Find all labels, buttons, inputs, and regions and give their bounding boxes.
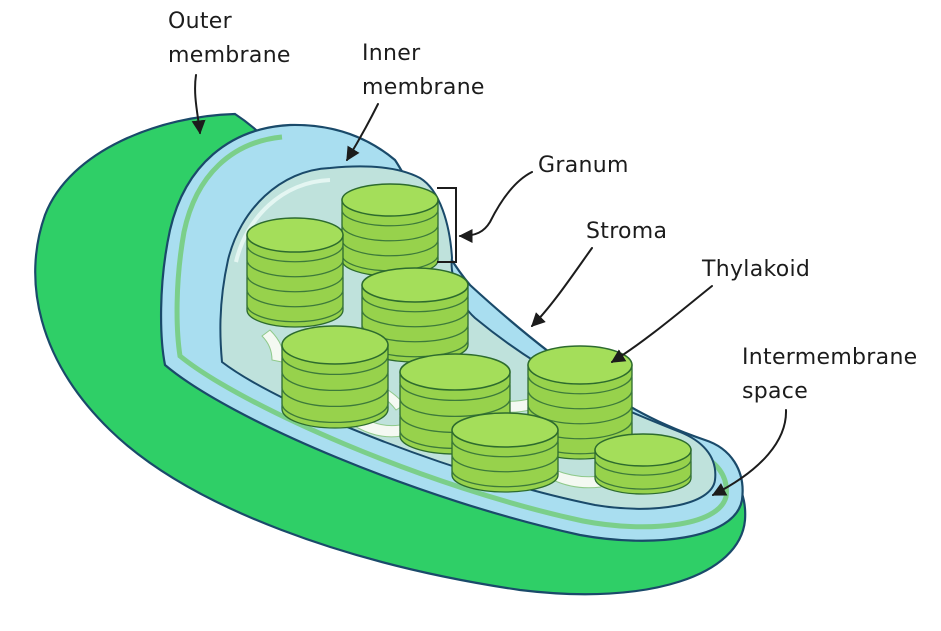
thylakoid-arrow [612,286,712,362]
granum-stack [282,326,388,428]
outer-membrane-label-line2: membrane [168,43,291,68]
thylakoid-disc-top [400,354,510,390]
thylakoid-disc-top [247,218,343,252]
inner-membrane-label: Inner membrane [362,41,485,100]
stroma-label: Stroma [586,219,667,244]
granum-stack [247,218,343,327]
intermembrane-space-label: Intermembrane space [742,345,925,404]
thylakoid-disc-top [595,434,691,466]
granum-stack [342,184,438,276]
intermembrane-space-label-line2: space [742,379,808,404]
thylakoid-label: Thylakoid [701,257,810,282]
intermembrane-space-label-line1: Intermembrane [742,345,918,370]
granum-stack [452,413,558,492]
outer-membrane-label: Outer membrane [168,9,291,68]
thylakoid-disc-top [452,413,558,447]
thylakoid-disc-top [528,346,632,384]
thylakoid-disc-top [362,268,468,302]
outer-membrane-label-line1: Outer [168,9,233,34]
thylakoid-disc-top [282,326,388,364]
stroma-arrow [532,248,592,326]
thylakoid-disc-top [342,184,438,216]
granum-label: Granum [538,153,629,178]
inner-membrane-label-line1: Inner [362,41,421,66]
granum-stack [595,434,691,494]
granum-arrow [460,172,532,236]
inner-membrane-label-line2: membrane [362,75,485,100]
